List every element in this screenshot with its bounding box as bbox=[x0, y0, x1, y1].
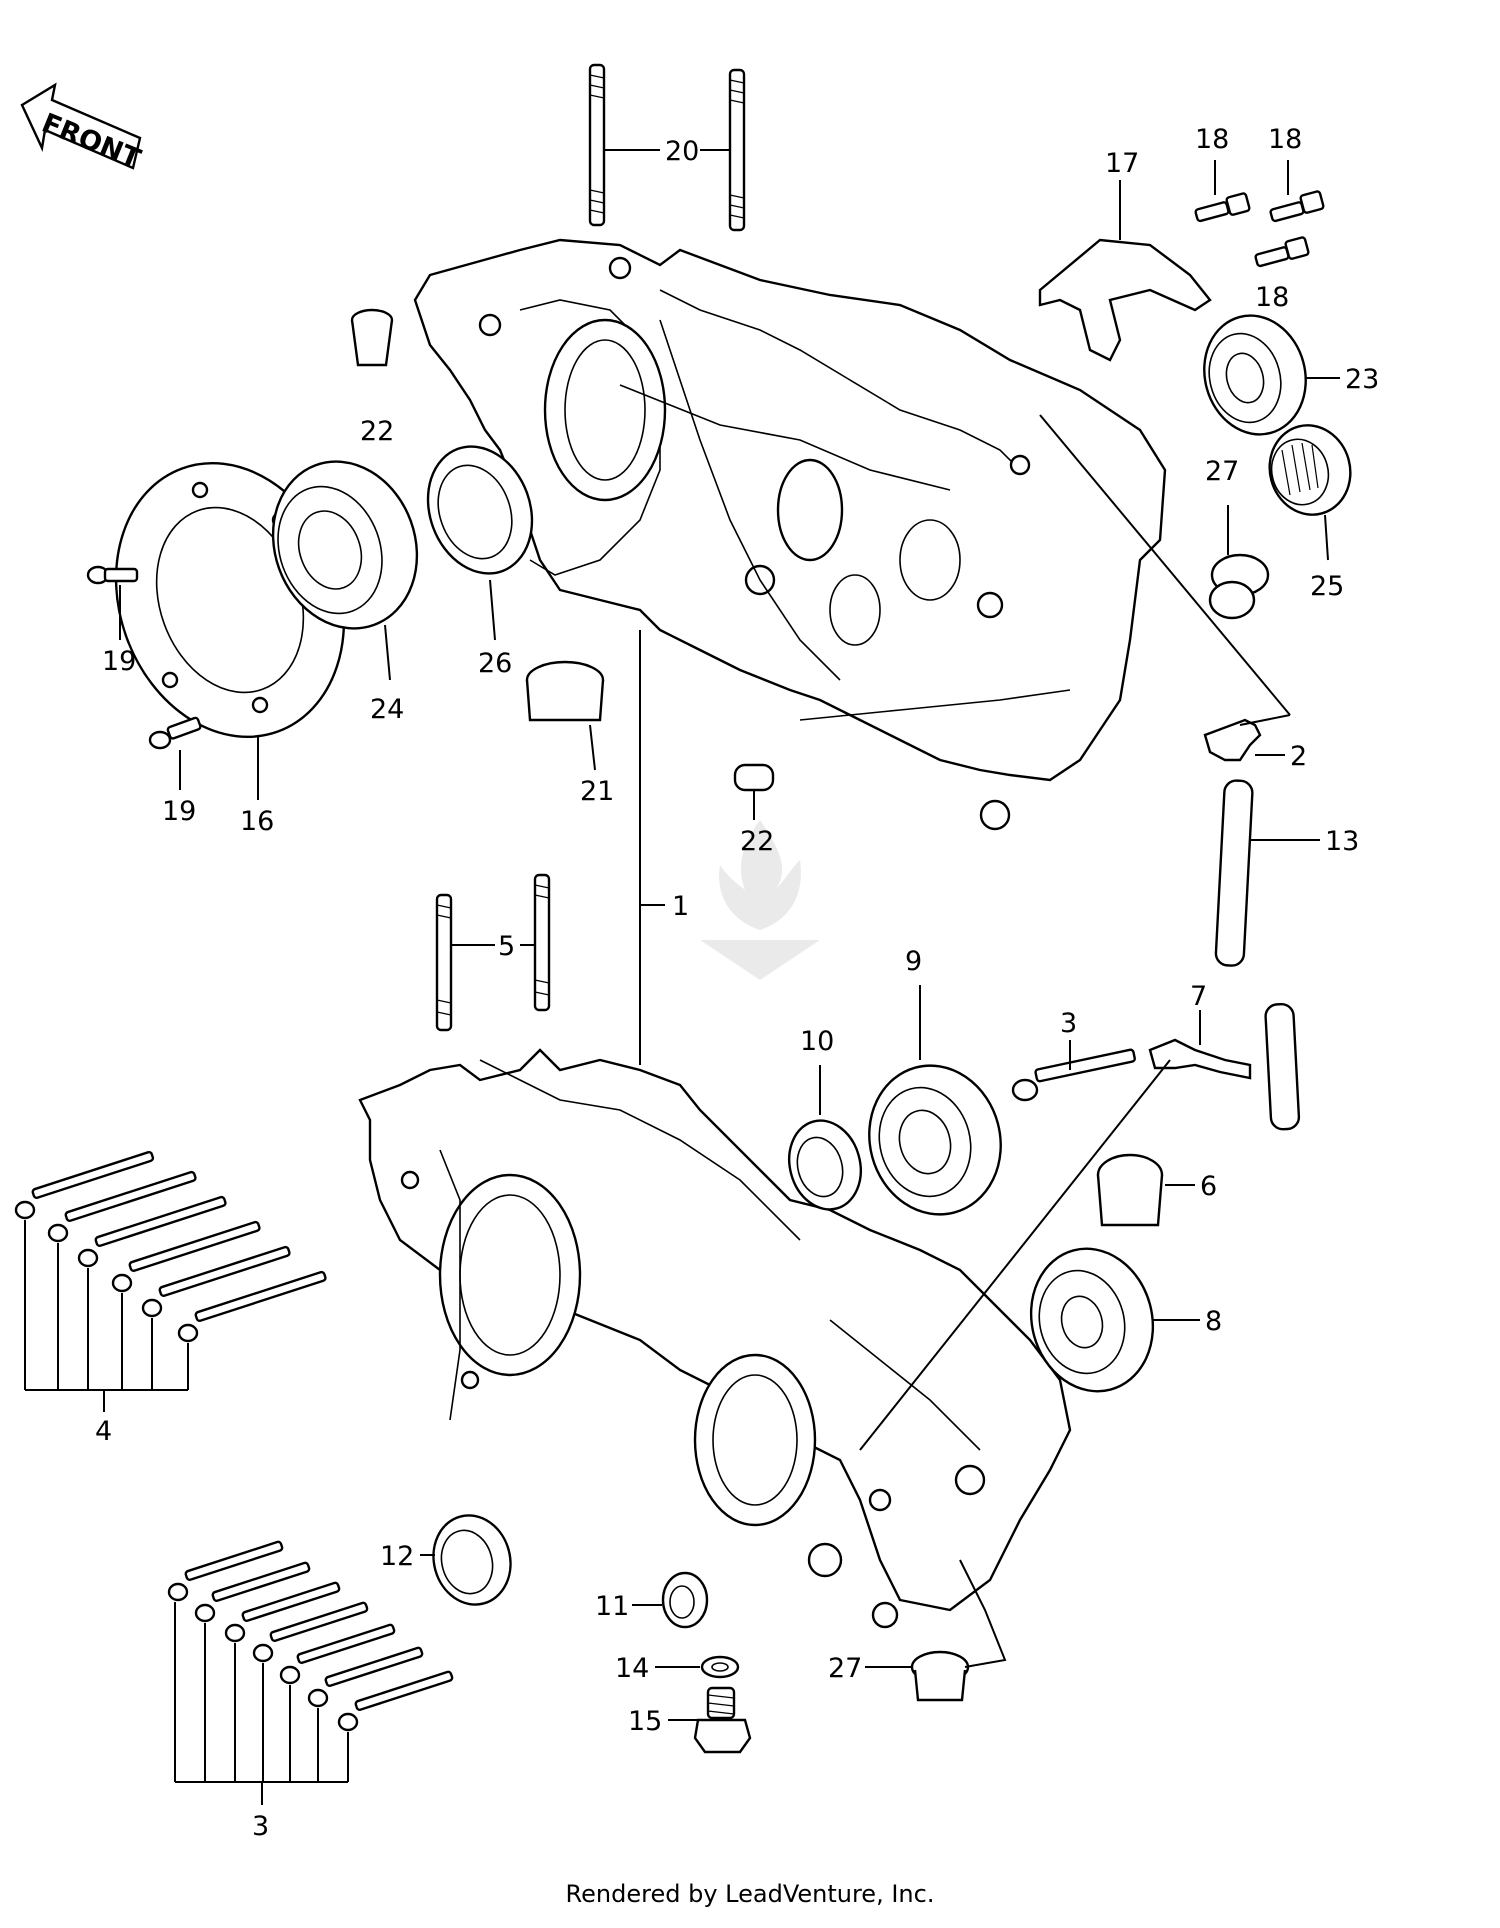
oil-seal-12 bbox=[432, 1514, 512, 1606]
callout-22-lower: 22 bbox=[740, 826, 774, 857]
watermark-logo bbox=[690, 820, 830, 984]
ball-bearing-8 bbox=[1029, 1247, 1155, 1393]
callout-7: 7 bbox=[1190, 981, 1207, 1012]
breather-hose-13 bbox=[1214, 779, 1301, 1131]
callout-1: 1 bbox=[672, 891, 689, 922]
callout-14: 14 bbox=[615, 1653, 649, 1684]
bolt-set-3-lower bbox=[167, 1540, 454, 1732]
dowel-pin-22-upper bbox=[350, 308, 394, 367]
callout-18-c: 18 bbox=[1255, 282, 1289, 313]
callout-12: 12 bbox=[380, 1541, 414, 1572]
bolt-18-c bbox=[1254, 236, 1310, 268]
bolt-3-upper bbox=[1011, 1048, 1136, 1102]
callout-8: 8 bbox=[1205, 1306, 1222, 1337]
needle-bearing-25 bbox=[1268, 424, 1352, 516]
stud-20-right bbox=[728, 68, 746, 232]
callout-17: 17 bbox=[1105, 148, 1139, 179]
ball-bearing-23 bbox=[1203, 314, 1307, 436]
upper-crankcase-half bbox=[413, 238, 1167, 831]
callout-18-b: 18 bbox=[1268, 124, 1302, 155]
bolt-18-a bbox=[1194, 192, 1251, 223]
callout-15: 15 bbox=[628, 1706, 662, 1737]
callout-23: 23 bbox=[1345, 364, 1379, 395]
callout-2: 2 bbox=[1290, 741, 1307, 772]
callout-16: 16 bbox=[240, 806, 274, 837]
bolt-18-b bbox=[1269, 190, 1325, 223]
callout-27-lower: 27 bbox=[828, 1653, 862, 1684]
callout-27-upper: 27 bbox=[1205, 456, 1239, 487]
callout-21: 21 bbox=[580, 776, 614, 807]
oil-seal-10 bbox=[788, 1119, 862, 1211]
callout-6: 6 bbox=[1200, 1171, 1217, 1202]
callout-4: 4 bbox=[95, 1416, 112, 1447]
callout-13: 13 bbox=[1325, 826, 1359, 857]
oil-seal-26 bbox=[426, 445, 534, 575]
oil-seal-11 bbox=[661, 1571, 709, 1629]
front-arrow-icon: FRONT bbox=[20, 82, 145, 175]
screw-19-upper bbox=[86, 565, 139, 585]
ball-bearing-24 bbox=[271, 460, 419, 630]
drain-plug-15 bbox=[693, 1686, 752, 1754]
callout-10: 10 bbox=[800, 1026, 834, 1057]
grommet-27-upper bbox=[1208, 553, 1270, 620]
grommet-27-lower bbox=[910, 1650, 970, 1702]
washer-14 bbox=[700, 1655, 740, 1679]
ball-bearing-9 bbox=[868, 1064, 1002, 1216]
callout-26: 26 bbox=[478, 648, 512, 679]
screw-19-lower bbox=[148, 716, 202, 750]
breather-fitting-2 bbox=[1203, 718, 1262, 762]
callout-3-upper: 3 bbox=[1060, 1008, 1077, 1039]
bushing-21 bbox=[525, 660, 605, 722]
bolt-set-4 bbox=[14, 1150, 327, 1343]
bracket-17 bbox=[1038, 238, 1212, 362]
callout-5: 5 bbox=[498, 931, 515, 962]
footer-credit: Rendered by LeadVenture, Inc. bbox=[565, 1880, 935, 1908]
callout-3-lower: 3 bbox=[252, 1811, 269, 1842]
callout-19-upper: 19 bbox=[102, 646, 136, 677]
callout-9: 9 bbox=[905, 946, 922, 977]
callout-19-lower: 19 bbox=[162, 796, 196, 827]
stud-20-left bbox=[588, 63, 606, 227]
lower-crankcase-half bbox=[358, 1048, 1072, 1629]
bushing-6 bbox=[1096, 1153, 1164, 1227]
callout-24: 24 bbox=[370, 694, 404, 725]
callout-22-upper: 22 bbox=[360, 416, 394, 447]
stud-5-left bbox=[435, 893, 453, 1032]
clamp-7 bbox=[1148, 1038, 1252, 1080]
callout-11: 11 bbox=[595, 1591, 629, 1622]
callout-25: 25 bbox=[1310, 571, 1344, 602]
callout-20: 20 bbox=[665, 136, 699, 167]
stud-5-right bbox=[533, 873, 551, 1012]
callout-18-a: 18 bbox=[1195, 124, 1229, 155]
dowel-pin-22-lower bbox=[733, 763, 775, 792]
